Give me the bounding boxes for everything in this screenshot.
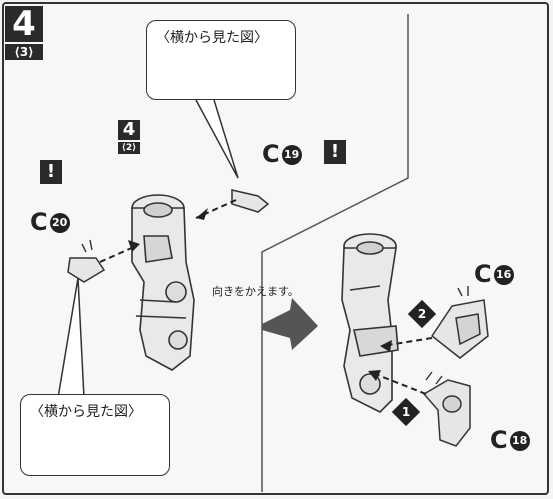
part-c19-shape	[231, 189, 270, 213]
part-number-badge: 18	[509, 431, 530, 451]
callout-top-title: 〈横から見た図〉	[156, 30, 268, 46]
reference-step-substep: ⟨2⟩	[118, 142, 140, 154]
body-part-left	[131, 194, 195, 371]
side-view-callout-top	[146, 20, 296, 100]
part-c20-shape	[67, 257, 106, 283]
turn-around-note: 向きをかえます。	[212, 285, 299, 298]
part-number-badge: 20	[49, 213, 70, 233]
order-marker-1: 1	[391, 397, 421, 427]
step-substep: ⟨3⟩	[5, 44, 43, 60]
body-part-right	[341, 233, 399, 413]
part-number-badge: 16	[493, 265, 514, 285]
callout-bottom-title: 〈横から見た図〉	[30, 404, 142, 420]
reference-step-number: 4	[118, 120, 140, 140]
step-number: 4	[5, 6, 43, 42]
part-c18-shape	[422, 379, 471, 447]
side-view-callout-bottom	[20, 394, 170, 476]
caution-icon: !	[324, 140, 346, 164]
part-number-badge: 19	[281, 145, 302, 165]
caution-icon: !	[40, 160, 62, 184]
part-c16-shape	[430, 299, 489, 359]
order-marker-2: 2	[407, 299, 437, 329]
